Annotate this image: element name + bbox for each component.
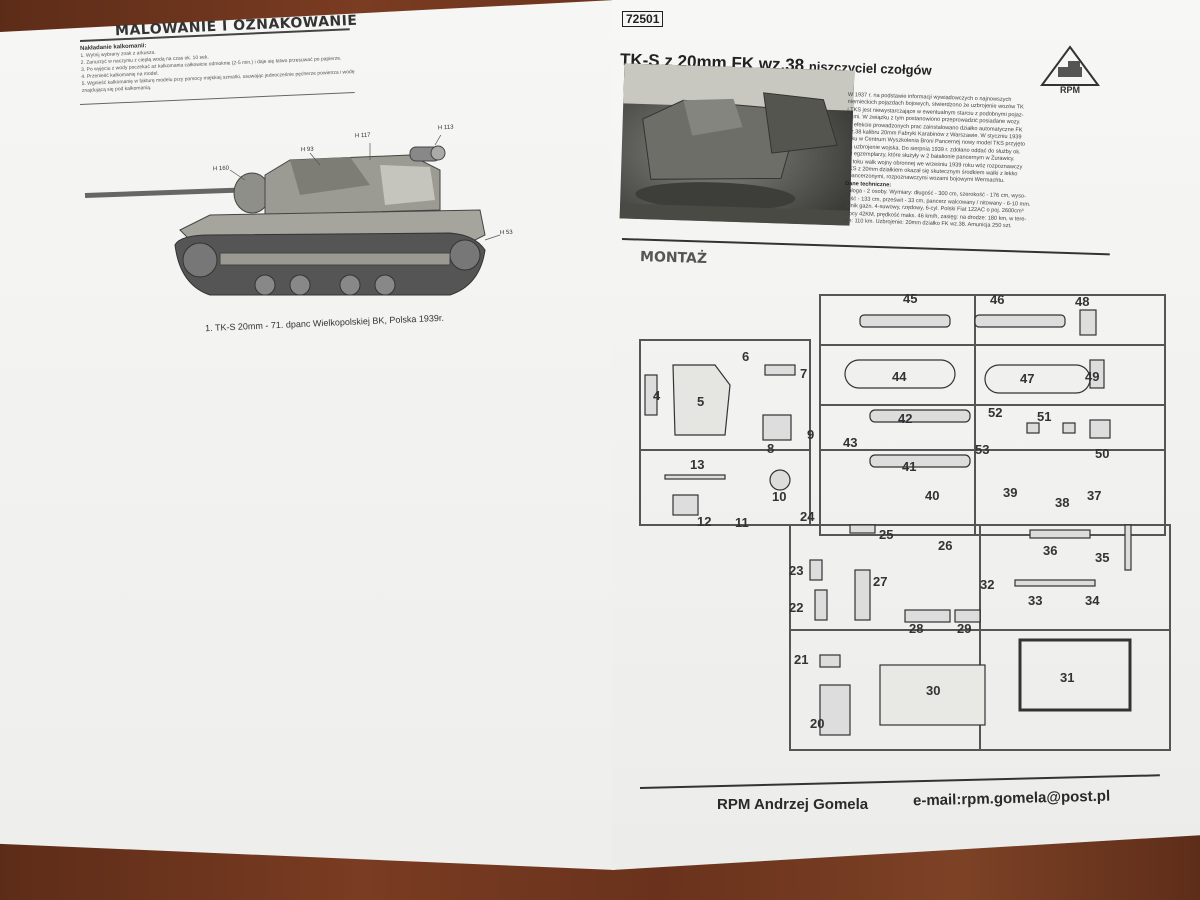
part-number: 31: [1060, 670, 1075, 685]
part-number: 28: [909, 621, 924, 636]
part-number: 10: [772, 489, 787, 504]
part-number: 44: [892, 369, 907, 384]
part-number: 32: [980, 577, 995, 592]
part-number: 43: [843, 435, 858, 450]
part-number: 39: [1003, 485, 1018, 500]
paint-label-h93: H 93: [300, 146, 314, 154]
part-number: 20: [810, 716, 825, 731]
part-number: 38: [1055, 495, 1070, 510]
rpm-logo-icon: RPM: [1040, 45, 1100, 95]
part-number: 46: [990, 292, 1005, 307]
paint-label-h117: H 117: [354, 132, 371, 140]
part-number: 45: [903, 291, 918, 306]
part-number: 51: [1037, 409, 1052, 424]
part-number: 35: [1095, 550, 1110, 565]
part-number: 41: [902, 459, 917, 474]
part-number: 4: [653, 388, 661, 403]
part-number: 9: [807, 427, 815, 442]
kit-number: 72501: [622, 11, 664, 27]
part-number: 12: [697, 514, 712, 529]
paint-label-h160: H 160: [212, 165, 230, 173]
part-number: 50: [1095, 446, 1110, 461]
paint-label-h113: H 113: [437, 124, 454, 132]
part-number: 52: [988, 405, 1003, 420]
tank-profile-illustration: [84, 135, 500, 296]
part-number: 26: [938, 538, 953, 553]
part-number: 7: [800, 366, 808, 381]
part-number: 29: [957, 621, 972, 636]
part-number: 13: [690, 457, 705, 472]
part-number: 30: [926, 683, 941, 698]
part-number: 21: [794, 652, 809, 667]
part-number: 47: [1020, 371, 1035, 386]
publisher-name: RPM Andrzej Gomela: [717, 796, 869, 813]
part-number: 23: [789, 563, 804, 578]
assembly-heading: MONTAŻ: [639, 248, 708, 268]
part-number: 48: [1075, 294, 1090, 309]
tank-photo-drawing: [619, 63, 855, 226]
part-number: 33: [1028, 593, 1043, 608]
part-number: 11: [735, 515, 749, 530]
part-number: 24: [800, 509, 815, 524]
history-description: W 1937 r. na podstawie informacji wywiad…: [844, 92, 1108, 233]
part-number: 37: [1087, 488, 1102, 503]
logo-text: RPM: [1060, 85, 1080, 95]
paint-label-h53: H 53: [499, 229, 513, 237]
part-number: 49: [1085, 369, 1100, 384]
part-number: 36: [1043, 543, 1058, 558]
part-number: 5: [697, 394, 705, 409]
part-number: 27: [873, 574, 888, 589]
part-number: 42: [898, 411, 913, 426]
part-number: 8: [767, 441, 775, 456]
part-number: 34: [1085, 593, 1100, 608]
parts-sprue-diagram: [639, 294, 1171, 751]
part-number: 6: [742, 349, 750, 364]
left-instruction-sheet: [0, 0, 615, 870]
part-number: 53: [975, 442, 990, 457]
part-number: 25: [879, 527, 894, 542]
part-number: 40: [925, 488, 940, 503]
part-number: 22: [789, 600, 804, 615]
tank-photo: [619, 63, 855, 226]
